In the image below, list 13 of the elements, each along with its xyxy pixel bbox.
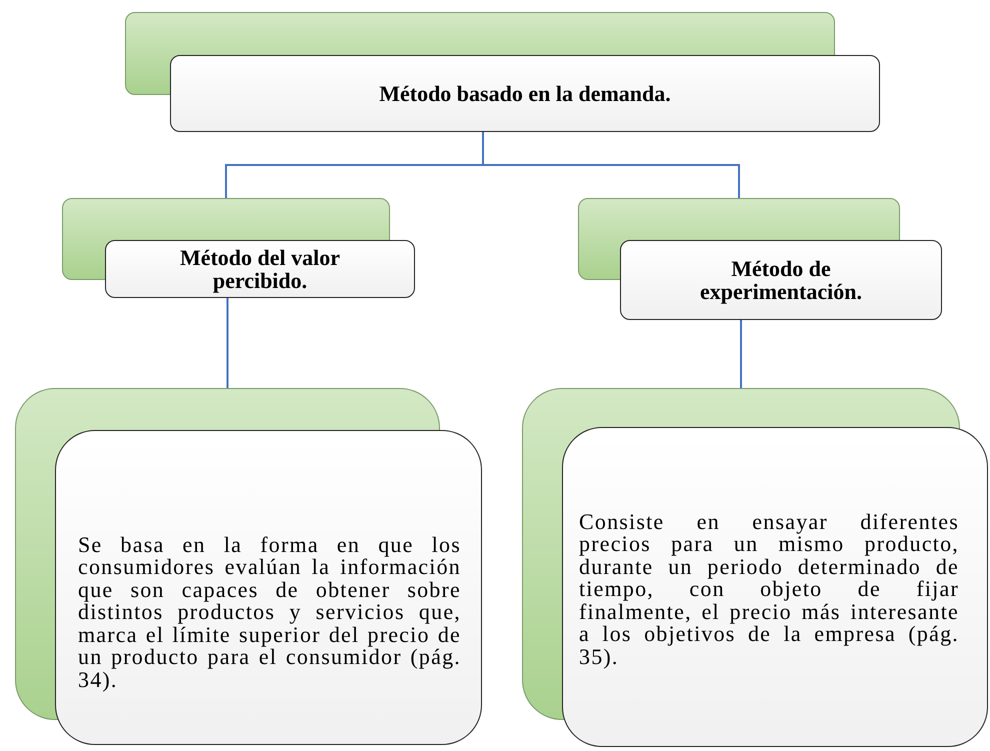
heading-text: Método del valor percibido. <box>178 246 342 292</box>
connector-line <box>740 320 742 388</box>
stacked-card <box>578 198 942 320</box>
stacked-card <box>62 198 415 298</box>
connector-line <box>482 132 740 198</box>
heading-text: Método basado en la demanda. <box>379 82 671 106</box>
heading-text: Método de experimentación. <box>699 256 863 304</box>
description-text: Consiste en ensayar diferentes precios para un mismo producto, durante un periodo determinado de tiempo, con objeto de fijar finalmente, el precio más interesante a los objetivos de la empresa (pág. 35). <box>579 510 959 668</box>
stacked-card <box>125 12 880 132</box>
stacked-card <box>522 388 988 747</box>
connector-line <box>226 298 228 388</box>
description-text: Se basa en la forma en que los consumidores evalúan la información que son capaces de obtener sobre distintos productos y servicios que, marca el límite superior del precio de un producto para el consumidor (pág. 34). <box>78 534 461 692</box>
stacked-card <box>15 388 482 745</box>
